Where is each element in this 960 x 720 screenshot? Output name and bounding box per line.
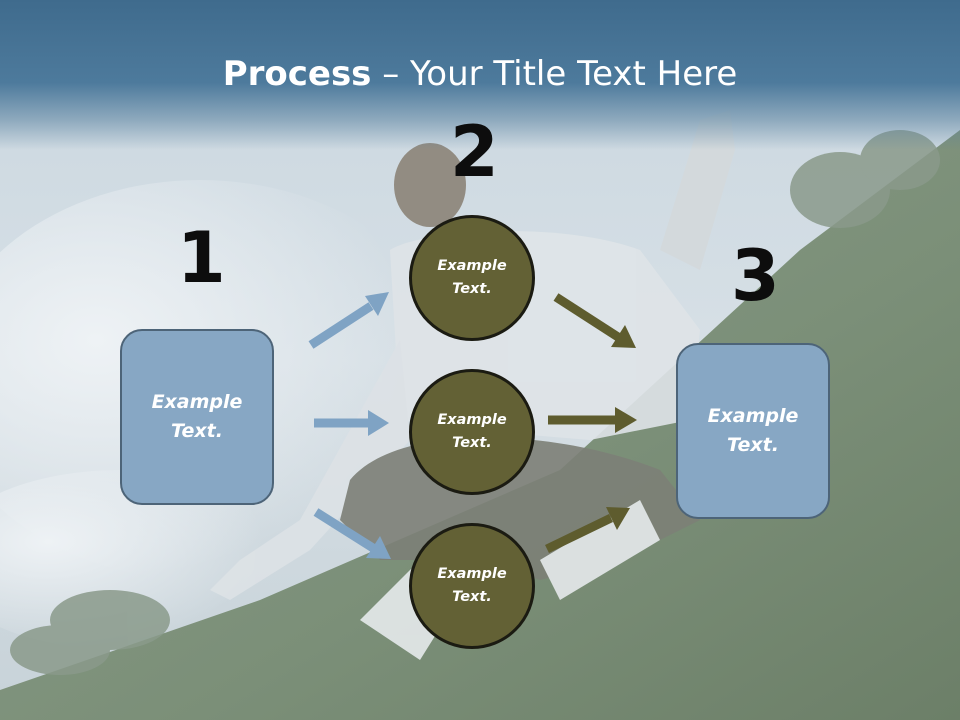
right-box-line2: Text. bbox=[727, 434, 779, 456]
left-box-line1: Example bbox=[151, 391, 243, 413]
right-box-line1: Example bbox=[707, 405, 799, 427]
step-number-1: 1 bbox=[177, 217, 226, 299]
step-number-2: 2 bbox=[450, 111, 499, 193]
circle-bottom-line1: Example bbox=[437, 566, 507, 582]
arrow-right-olive bbox=[548, 407, 637, 433]
slide-title: Process – Your Title Text Here bbox=[0, 52, 960, 96]
arrow-down-right-olive bbox=[553, 293, 636, 348]
circle-top-line2: Text. bbox=[452, 281, 492, 297]
title-rest: – Your Title Text Here bbox=[371, 54, 738, 94]
arrow-up-right-olive bbox=[545, 507, 630, 554]
title-band bbox=[0, 0, 960, 150]
arrow-down-right-blue bbox=[313, 508, 391, 559]
left-box-line2: Text. bbox=[171, 420, 223, 442]
title-bold: Process bbox=[222, 54, 372, 94]
circle-top-line1: Example bbox=[437, 258, 507, 274]
step-number-3: 3 bbox=[731, 235, 780, 317]
arrow-up-right-blue bbox=[308, 292, 389, 349]
circle-middle-line2: Text. bbox=[452, 435, 492, 451]
arrow-right-blue bbox=[314, 410, 389, 436]
circle-bottom-line2: Text. bbox=[452, 589, 492, 605]
circle-middle-line1: Example bbox=[437, 412, 507, 428]
